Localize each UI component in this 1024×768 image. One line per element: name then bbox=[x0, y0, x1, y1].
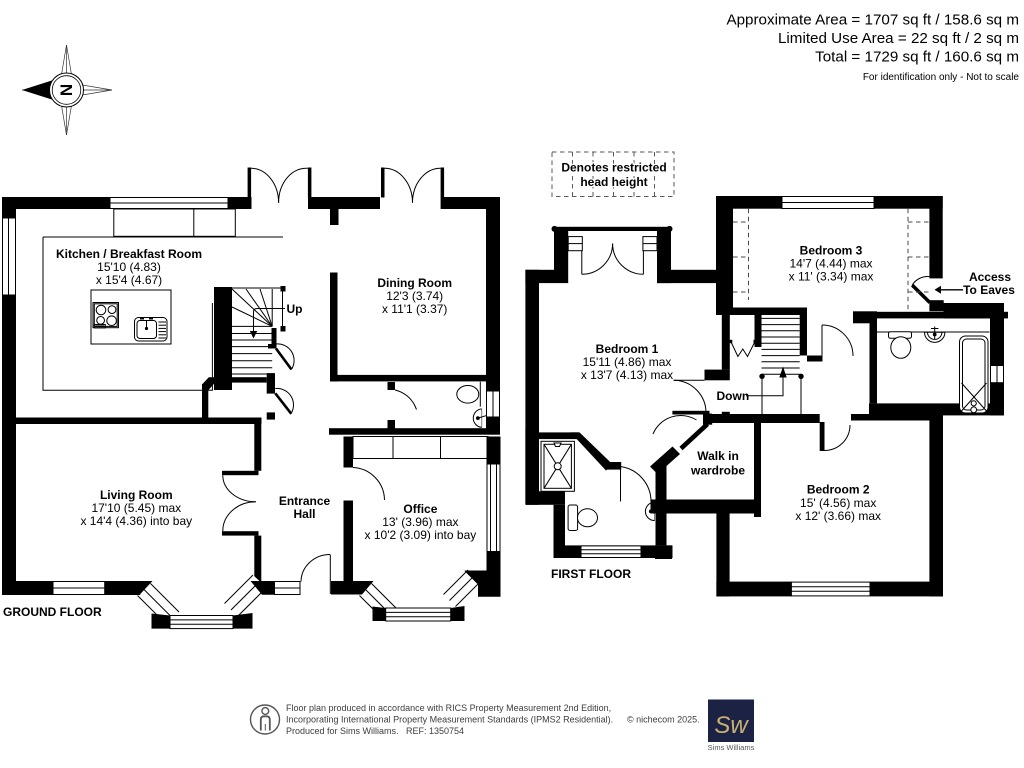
svg-text:head height: head height bbox=[580, 175, 647, 189]
svg-text:Incorporating International Pr: Incorporating International Property Mea… bbox=[286, 715, 613, 725]
svg-text:Office: Office bbox=[403, 502, 437, 516]
svg-text:© nichecom 2025.: © nichecom 2025. bbox=[627, 715, 700, 725]
svg-text:FIRST FLOOR: FIRST FLOOR bbox=[551, 567, 631, 581]
svg-text:x 12' (3.66) max: x 12' (3.66) max bbox=[795, 509, 881, 523]
svg-text:Total = 1729 sq ft / 160.6 sq: Total = 1729 sq ft / 160.6 sq m bbox=[815, 48, 1019, 65]
svg-text:x 11'1 (3.37): x 11'1 (3.37) bbox=[382, 302, 447, 316]
svg-text:14'7 (4.44) max: 14'7 (4.44) max bbox=[790, 257, 873, 271]
svg-text:x 10'2 (3.09) into bay: x 10'2 (3.09) into bay bbox=[365, 528, 477, 542]
svg-text:For identification only - Not: For identification only - Not to scale bbox=[863, 72, 1020, 83]
svg-text:x 15'4 (4.67): x 15'4 (4.67) bbox=[96, 273, 162, 287]
svg-text:Dining Room: Dining Room bbox=[377, 276, 452, 290]
svg-text:12'3 (3.74): 12'3 (3.74) bbox=[386, 289, 443, 303]
svg-text:Denotes restricted: Denotes restricted bbox=[561, 161, 666, 175]
svg-text:Living Room: Living Room bbox=[100, 488, 173, 502]
svg-text:Bedroom 1: Bedroom 1 bbox=[596, 342, 659, 356]
svg-text:Kitchen / Breakfast Room: Kitchen / Breakfast Room bbox=[56, 247, 202, 261]
svg-text:Floor plan produced in accorda: Floor plan produced in accordance with R… bbox=[286, 703, 611, 713]
svg-text:wardrobe: wardrobe bbox=[690, 464, 745, 478]
svg-text:N: N bbox=[57, 84, 76, 96]
svg-text:Down: Down bbox=[717, 389, 750, 403]
svg-text:Walk in: Walk in bbox=[697, 449, 739, 463]
svg-text:15'10 (4.83): 15'10 (4.83) bbox=[97, 260, 161, 274]
svg-text:Sw: Sw bbox=[714, 712, 749, 739]
svg-text:Up: Up bbox=[287, 302, 303, 316]
svg-text:To Eaves: To Eaves bbox=[963, 283, 1015, 297]
svg-text:Bedroom 2: Bedroom 2 bbox=[807, 483, 870, 497]
svg-text:Bedroom 3: Bedroom 3 bbox=[800, 244, 863, 258]
svg-text:x 14'4 (4.36) into bay: x 14'4 (4.36) into bay bbox=[80, 514, 192, 528]
svg-text:15' (4.56) max: 15' (4.56) max bbox=[800, 496, 876, 510]
svg-text:Hall: Hall bbox=[293, 507, 315, 521]
svg-text:Limited Use Area = 22 sq ft /: Limited Use Area = 22 sq ft / 2 sq m bbox=[778, 30, 1019, 47]
svg-text:15'11 (4.86) max: 15'11 (4.86) max bbox=[583, 355, 672, 369]
svg-text:Sims Williams: Sims Williams bbox=[708, 743, 755, 752]
svg-text:GROUND FLOOR: GROUND FLOOR bbox=[3, 605, 102, 619]
svg-text:Produced for Sims Williams.: Produced for Sims Williams. REF: 1350754 bbox=[286, 726, 464, 736]
svg-text:17'10 (5.45) max: 17'10 (5.45) max bbox=[91, 501, 181, 515]
svg-text:13' (3.96) max: 13' (3.96) max bbox=[382, 515, 458, 529]
svg-text:Approximate Area = 1707 sq ft: Approximate Area = 1707 sq ft / 158.6 sq… bbox=[726, 12, 1019, 29]
svg-text:Entrance: Entrance bbox=[279, 494, 331, 508]
svg-text:x 11' (3.34) max: x 11' (3.34) max bbox=[789, 270, 874, 284]
svg-text:Access: Access bbox=[969, 270, 1011, 284]
svg-text:x 13'7 (4.13) max: x 13'7 (4.13) max bbox=[581, 368, 673, 382]
